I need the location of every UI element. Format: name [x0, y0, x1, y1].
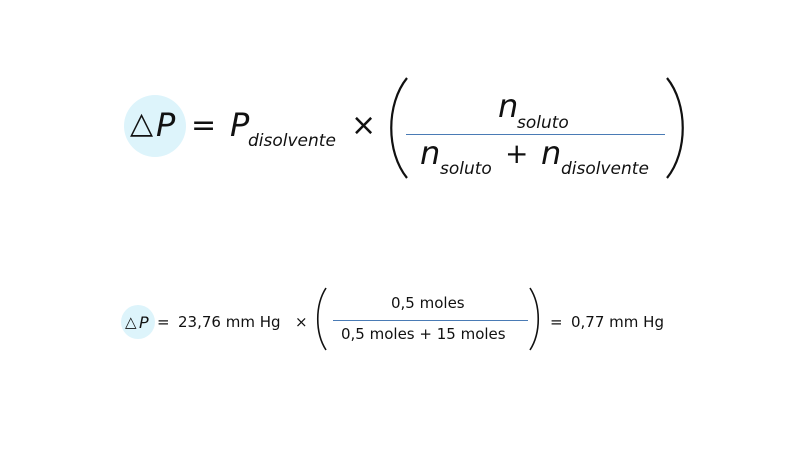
example-denominator: 0,5 moles + 15 moles	[341, 325, 506, 343]
fraction-bar	[406, 134, 665, 135]
plus-sign: +	[505, 137, 529, 170]
example-right-parenthesis	[529, 287, 539, 351]
times-sign: ×	[351, 108, 377, 143]
pressure-symbol: P	[156, 106, 176, 144]
example-equals-sign: =	[157, 313, 170, 331]
numerator-n: n	[498, 87, 519, 125]
example-left-parenthesis	[317, 287, 327, 351]
delta-symbol: △	[130, 106, 154, 141]
example-equals-sign-2: =	[550, 313, 563, 331]
vapor-pressure-result: 0,77 mm Hg	[571, 313, 664, 331]
example-numerator: 0,5 moles	[391, 294, 465, 312]
example-times-sign: ×	[295, 313, 308, 331]
example-pressure-symbol: P	[139, 313, 149, 332]
denominator-n-solvent: n	[541, 134, 562, 172]
solvent-pressure-subscript: disolvente	[248, 131, 336, 151]
left-parenthesis	[390, 77, 408, 179]
example-fraction-bar	[333, 320, 528, 321]
numerator-subscript: soluto	[517, 113, 569, 133]
example-delta-p-highlight	[121, 305, 155, 339]
delta-p-highlight	[124, 95, 186, 157]
solvent-pressure-value: 23,76 mm Hg	[178, 313, 281, 331]
right-parenthesis	[666, 77, 684, 179]
solvent-pressure-symbol: P	[230, 106, 250, 144]
denominator-n-solute: n	[420, 134, 441, 172]
denominator-solute-subscript: soluto	[440, 159, 492, 179]
denominator-solvent-subscript: disolvente	[561, 159, 649, 179]
example-delta-symbol: △	[125, 313, 137, 331]
equals-sign: =	[191, 108, 217, 143]
